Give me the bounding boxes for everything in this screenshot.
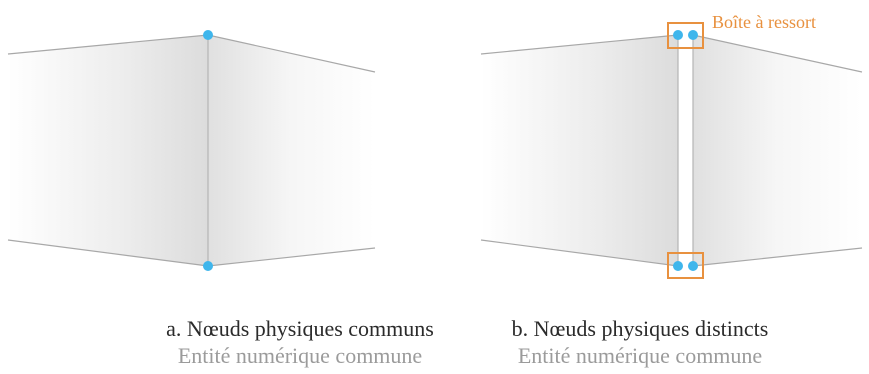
- panel-b-caption: b. Nœuds physiques distincts Entité numé…: [490, 315, 790, 369]
- panel-a-top-node: [203, 30, 213, 40]
- panel-b: Boîte à ressort: [480, 12, 863, 279]
- panel-a-title: a. Nœuds physiques communs: [166, 316, 434, 341]
- panel-b-top-left-node: [673, 30, 683, 40]
- panel-b-bottom-spring-box: [667, 252, 704, 279]
- panel-a-top-right-edge: [207, 34, 376, 73]
- panel-a-top-left-edge: [7, 34, 209, 55]
- panel-a-caption: a. Nœuds physiques communs Entité numéri…: [150, 315, 450, 369]
- panel-a-right-face: [208, 35, 375, 266]
- panel-a-subtitle: Entité numérique commune: [177, 343, 423, 368]
- panel-b-top-spring-box: [667, 22, 704, 49]
- spring-box-label: Boîte à ressort: [712, 12, 816, 32]
- panel-a-bottom-right-edge: [207, 247, 376, 267]
- panel-b-right-face: [693, 35, 862, 266]
- panel-b-left-face: [481, 35, 678, 266]
- panel-b-top-right-edge: [692, 34, 863, 73]
- panel-b-title: b. Nœuds physiques distincts: [511, 316, 769, 341]
- panel-b-bottom-left-node: [673, 261, 683, 271]
- panel-b-top-left-edge: [480, 34, 679, 55]
- panel-a-bottom-left-edge: [7, 239, 209, 267]
- panel-b-top-right-node: [688, 30, 698, 40]
- panel-b-bottom-left-edge: [480, 239, 679, 267]
- panel-b-bottom-right-edge: [692, 247, 863, 267]
- panel-b-bottom-right-node: [688, 261, 698, 271]
- panel-a-bottom-node: [203, 261, 213, 271]
- panel-a: [7, 30, 376, 271]
- panel-b-subtitle: Entité numérique commune: [517, 343, 763, 368]
- panel-a-left-face: [8, 35, 208, 266]
